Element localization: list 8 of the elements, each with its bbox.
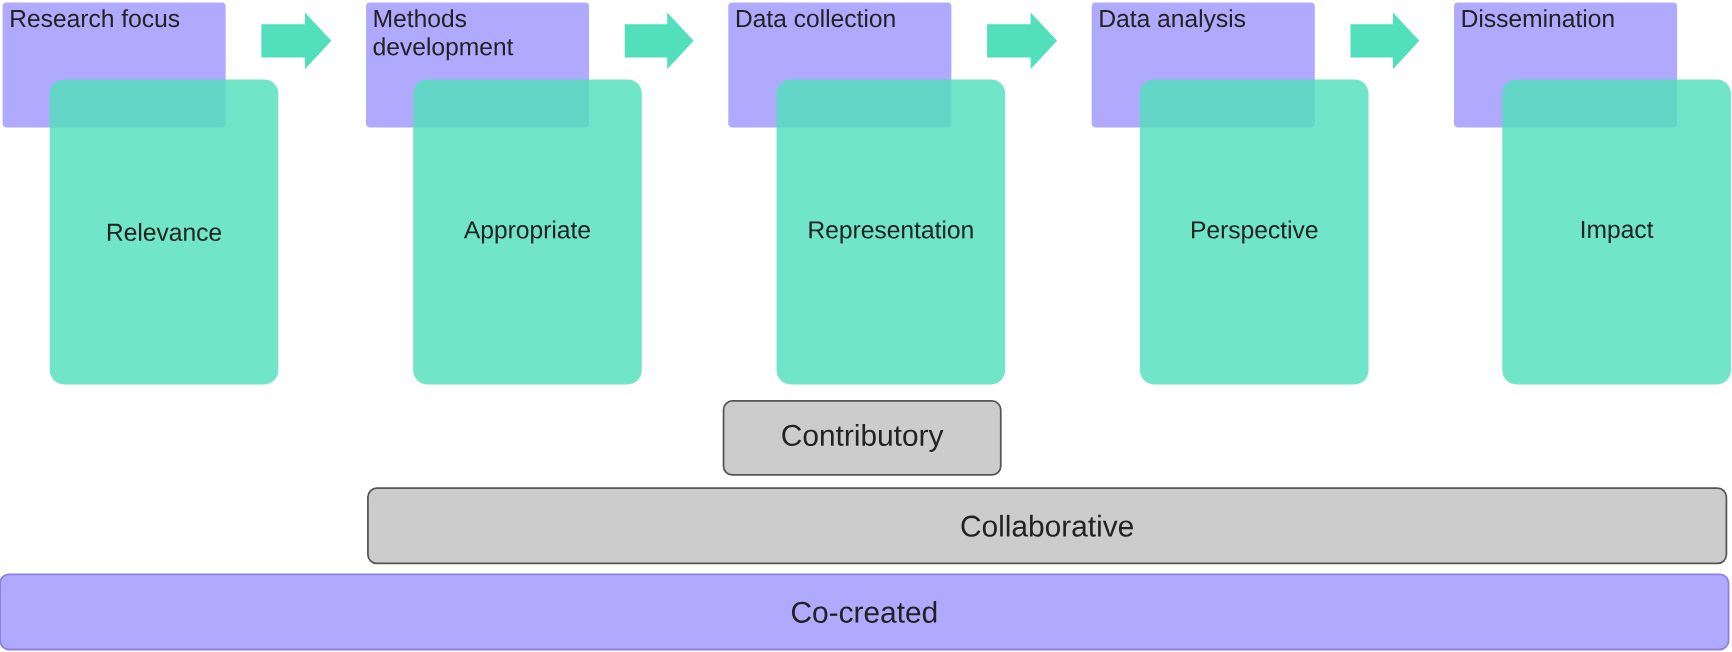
criterion-box: Impact [1502, 79, 1731, 385]
level-bar: Co-created [0, 573, 1730, 651]
level-bar: Collaborative [367, 487, 1728, 565]
level-bar: Contributory [722, 400, 1002, 476]
criterion-box: Relevance [49, 79, 279, 385]
criterion-box: Representation [776, 79, 1006, 385]
criterion-box: Perspective [1139, 79, 1369, 385]
criterion-box: Appropriate [413, 79, 642, 385]
